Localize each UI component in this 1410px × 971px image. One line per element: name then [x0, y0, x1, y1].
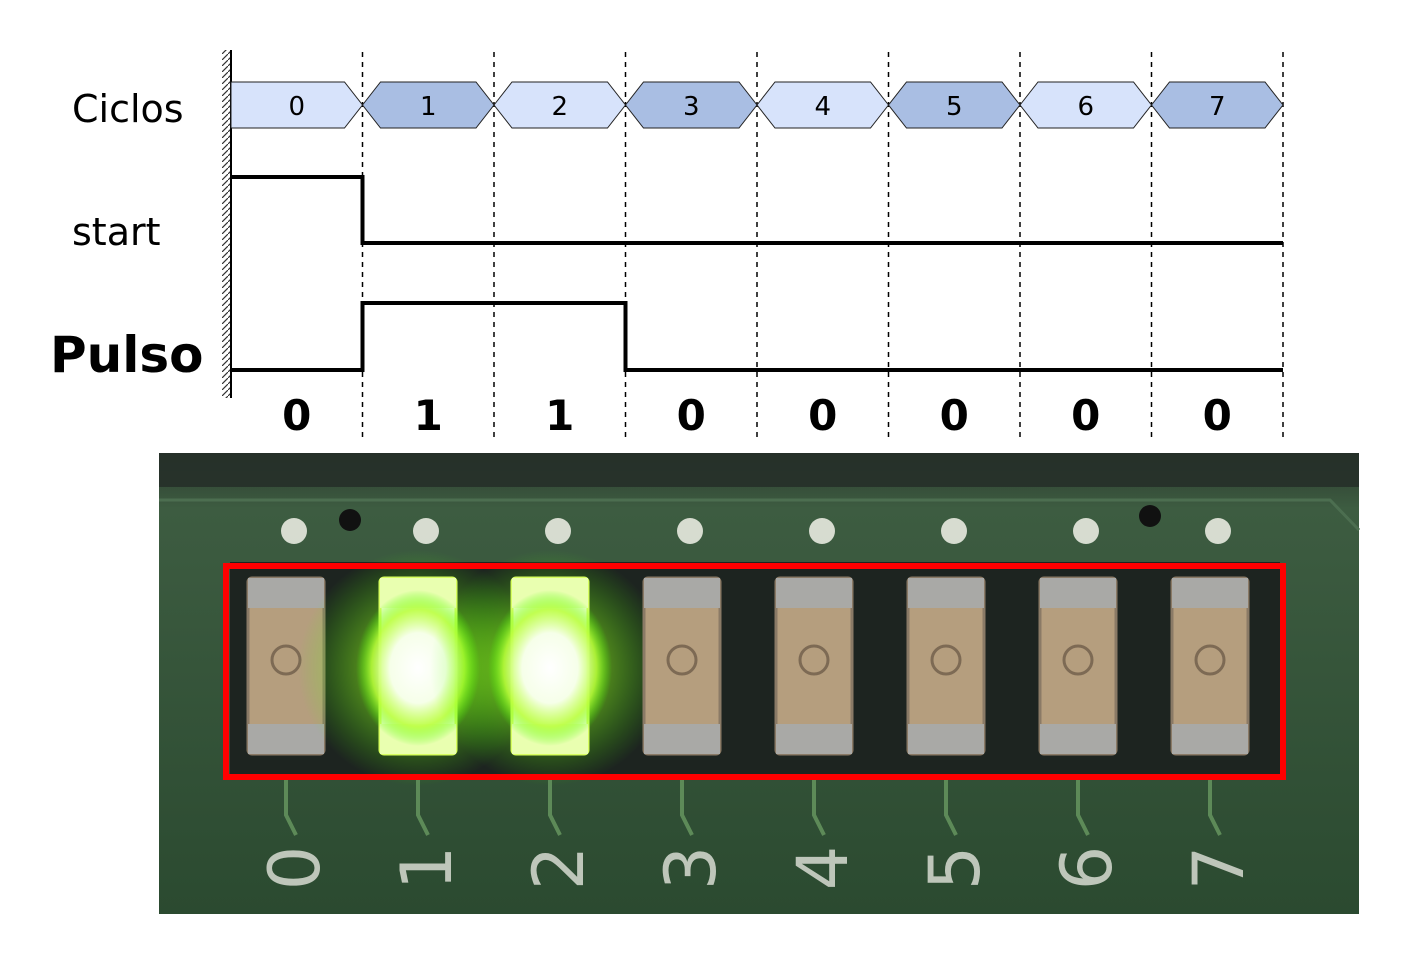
- bit-value: 1: [545, 391, 574, 440]
- cycles-label: Ciclos: [72, 87, 184, 131]
- trace: [944, 780, 958, 836]
- led: [246, 576, 326, 756]
- bit-value: 0: [940, 391, 969, 440]
- led: [774, 576, 854, 756]
- led-board-photo: 0 1 2 3 4 5 6 7: [159, 453, 1361, 914]
- bit-value: 0: [1071, 391, 1100, 440]
- led-die: [1062, 644, 1094, 676]
- trace: [416, 780, 430, 836]
- trace: [680, 780, 694, 836]
- solder-pad: [1073, 518, 1099, 544]
- trace: [284, 780, 298, 836]
- led-contact: [908, 724, 984, 754]
- led-row: [246, 550, 1250, 786]
- cycle-number: 7: [1209, 92, 1226, 122]
- trace: [1208, 780, 1222, 836]
- led-die: [666, 644, 698, 676]
- pulse-label: Pulso: [50, 326, 204, 384]
- trace: [548, 780, 562, 836]
- bit-value: 0: [677, 391, 706, 440]
- bit-value: 1: [414, 391, 443, 440]
- bit-value: 0: [1203, 391, 1232, 440]
- silkscreen-digit: 0: [254, 846, 336, 891]
- cycle-number: 5: [946, 92, 963, 122]
- cycle-number: 2: [551, 92, 568, 122]
- silkscreen-digit: 7: [1178, 846, 1260, 891]
- cycle-number: 1: [420, 92, 437, 122]
- time-origin-wall: [222, 50, 231, 398]
- highlight-box: [223, 563, 1286, 780]
- led-die: [1194, 644, 1226, 676]
- led-die: [798, 644, 830, 676]
- cycle-number: 6: [1077, 92, 1094, 122]
- silkscreen-row: 0 1 2 3 4 5 6 7: [254, 780, 1260, 890]
- led-contact: [908, 578, 984, 608]
- bit-value: 0: [282, 391, 311, 440]
- led-contact: [248, 578, 324, 608]
- solder-pad: [809, 518, 835, 544]
- bit-value: 0: [808, 391, 837, 440]
- solder-pad: [413, 518, 439, 544]
- cycle-marker: [1150, 81, 1284, 129]
- led-die: [930, 644, 962, 676]
- silkscreen-digit: 4: [782, 846, 864, 891]
- led-contact: [1040, 578, 1116, 608]
- cycle-number: 3: [683, 92, 700, 122]
- via-hole: [339, 509, 361, 531]
- cycle-number: 4: [814, 92, 831, 122]
- pulse-waveform: [231, 301, 1283, 372]
- led-contact: [776, 724, 852, 754]
- solder-pad: [281, 518, 307, 544]
- solder-pad: [941, 518, 967, 544]
- pad-row: [281, 518, 1231, 544]
- silkscreen-digit: 5: [914, 846, 996, 891]
- led: [1170, 576, 1250, 756]
- via-hole: [1139, 505, 1161, 527]
- led-light: [488, 590, 612, 746]
- cycle-grid: [361, 52, 1284, 440]
- led-contact: [776, 578, 852, 608]
- timing-diagram: Ciclos start Pulso 0 1 2 3 4 5 6 7 0 1 1 0 0 0 0 0: [50, 50, 1284, 440]
- solder-pad: [677, 518, 703, 544]
- solder-pad: [1205, 518, 1231, 544]
- led-contact: [644, 724, 720, 754]
- solder-pad: [545, 518, 571, 544]
- silkscreen-digit: 3: [650, 846, 732, 891]
- cycle-row: 0 1 2 3 4 5 6 7: [230, 81, 1284, 129]
- silkscreen-digit: 6: [1046, 846, 1128, 891]
- start-waveform: [231, 175, 1283, 245]
- cycle-marker: [230, 81, 364, 129]
- led: [906, 576, 986, 756]
- led: [430, 550, 670, 786]
- silkscreen-digit: 1: [386, 846, 468, 891]
- led-contact: [1040, 724, 1116, 754]
- led-contact: [1172, 724, 1248, 754]
- trace: [1076, 780, 1090, 836]
- start-label: start: [72, 210, 161, 254]
- led-contact: [248, 724, 324, 754]
- led-contact: [644, 578, 720, 608]
- led-contact: [1172, 578, 1248, 608]
- silkscreen-digit: 2: [518, 846, 600, 891]
- led: [1038, 576, 1118, 756]
- cycle-number: 0: [288, 92, 305, 122]
- trace: [812, 780, 826, 836]
- bit-row: 0 1 1 0 0 0 0 0: [282, 391, 1232, 440]
- led: [642, 576, 722, 756]
